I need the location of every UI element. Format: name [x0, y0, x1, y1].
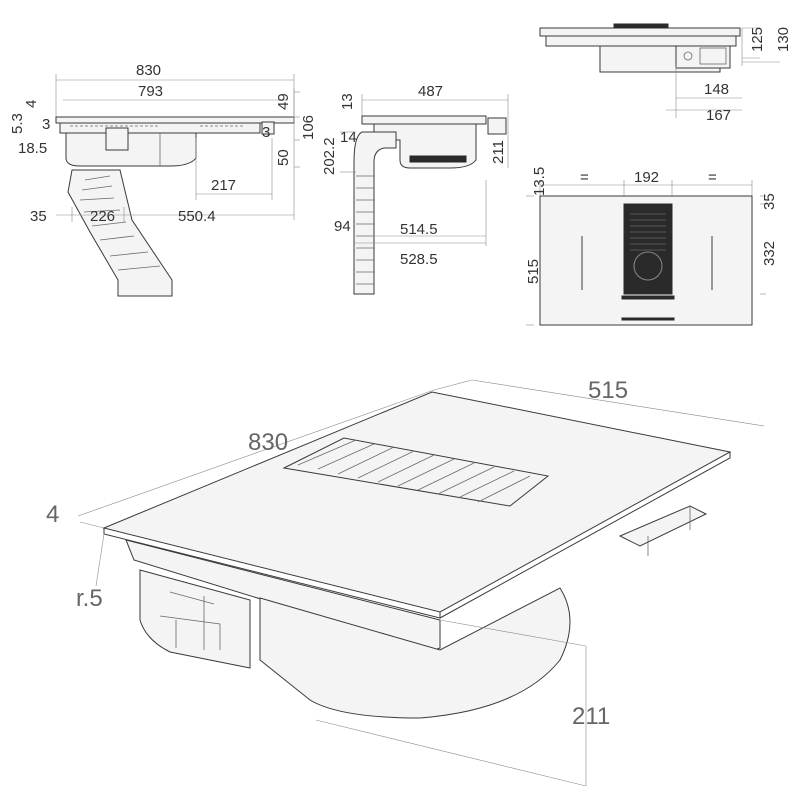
top-view: 13.5 = 192 = 35 515 332 — [525, 167, 778, 326]
motor-view: 125 130 148 167 — [539, 23, 792, 124]
side-view: 830 793 4 5.3 3 18.5 49 106 3 50 217 35 … — [9, 62, 317, 297]
side-depth-217: 217 — [211, 177, 236, 194]
top-depth-515: 515 — [525, 259, 542, 284]
front-view: 487 13 14 202.2 211 94 514.5 528.5 — [321, 83, 509, 295]
top-depth-332: 332 — [761, 241, 778, 266]
motor-w-148: 148 — [704, 81, 729, 98]
side-glass-width: 793 — [138, 83, 163, 100]
side-glass-thickness: 3 — [42, 116, 50, 133]
motor-h-130: 130 — [775, 27, 792, 52]
top-eq-left: = — [580, 169, 589, 186]
top-eq-right: = — [708, 169, 717, 186]
front-top-13: 13 — [339, 93, 356, 110]
top-depth-35: 35 — [761, 193, 778, 210]
front-height-202: 202.2 — [321, 137, 338, 175]
front-left-14: 14 — [340, 129, 357, 146]
top-margin-13: 13.5 — [531, 167, 548, 196]
iso-width: 515 — [588, 377, 628, 404]
side-duct-35: 35 — [30, 208, 47, 225]
side-height-106: 106 — [300, 115, 317, 140]
side-height-50: 50 — [275, 149, 292, 166]
front-width: 487 — [418, 83, 443, 100]
iso-view: 830 515 4 r.5 211 — [46, 377, 765, 787]
side-overall-width: 830 — [136, 62, 161, 79]
side-top-height: 4 — [23, 100, 40, 108]
motor-h-125: 125 — [749, 27, 766, 52]
top-center-192: 192 — [634, 169, 659, 186]
side-duct-226: 226 — [90, 208, 115, 225]
side-lower-offset: 18.5 — [18, 140, 47, 157]
front-height-211: 211 — [490, 140, 507, 164]
iso-thickness: 4 — [46, 501, 59, 528]
front-width-514: 514.5 — [400, 221, 438, 238]
side-frame-3: 3 — [262, 124, 270, 141]
side-height-49: 49 — [275, 93, 292, 110]
side-duct-550: 550.4 — [178, 208, 216, 225]
iso-radius: r.5 — [76, 585, 103, 612]
side-top-offset: 5.3 — [9, 113, 26, 134]
front-duct-94: 94 — [334, 218, 351, 235]
front-width-528: 528.5 — [400, 251, 438, 268]
iso-height: 211 — [572, 703, 610, 730]
iso-length: 830 — [248, 429, 288, 456]
motor-w-167: 167 — [706, 107, 731, 124]
